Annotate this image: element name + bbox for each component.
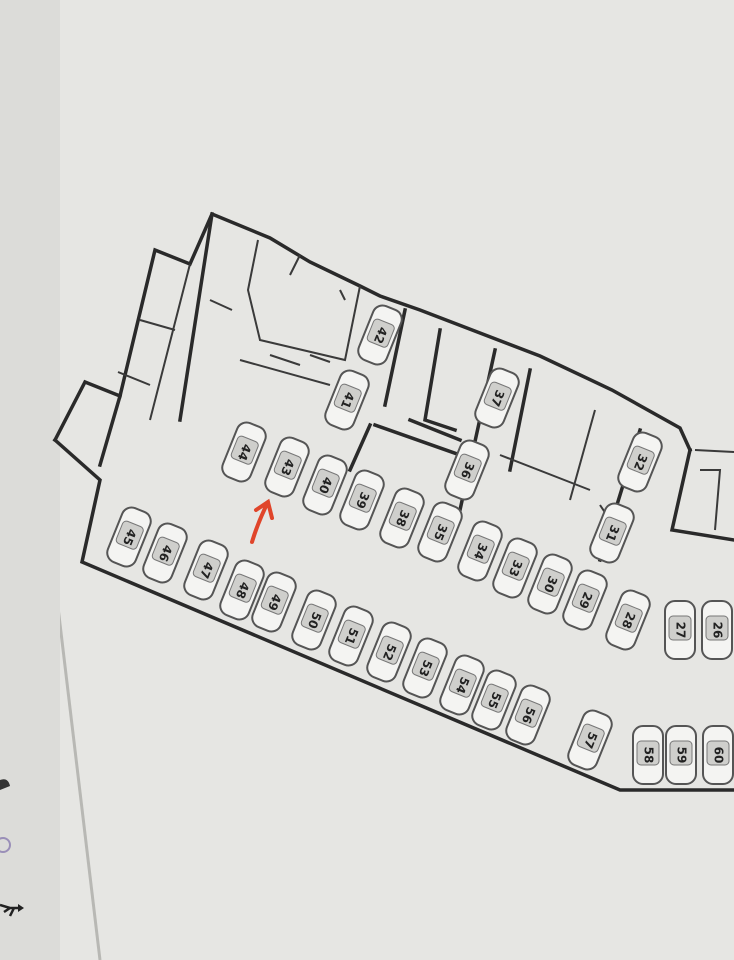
- parking-space-36[interactable]: 36: [442, 437, 492, 502]
- parking-space-48[interactable]: 48: [217, 557, 267, 622]
- space-number: 57: [581, 730, 600, 751]
- parking-space-50[interactable]: 50: [289, 587, 339, 652]
- parking-space-52[interactable]: 52: [364, 619, 414, 684]
- space-number: 42: [371, 325, 390, 346]
- parking-space-54[interactable]: 54: [437, 652, 487, 717]
- parking-space-53[interactable]: 53: [400, 635, 450, 700]
- parking-space-44[interactable]: 44: [219, 419, 269, 484]
- parking-space-30[interactable]: 30: [525, 551, 575, 616]
- space-number: 53: [416, 658, 435, 679]
- space-number: 26: [711, 622, 725, 639]
- space-number: 54: [453, 675, 472, 696]
- parking-space-29[interactable]: 29: [560, 567, 610, 632]
- space-number: 40: [316, 475, 335, 496]
- space-number: 56: [519, 705, 538, 726]
- parking-space-33[interactable]: 33: [490, 535, 540, 600]
- gear-icon: [0, 837, 11, 853]
- parking-space-47[interactable]: 47: [181, 537, 231, 602]
- space-number: 39: [353, 490, 372, 511]
- space-number: 29: [576, 590, 595, 611]
- person-walking-icon: [0, 903, 24, 917]
- parking-space-40[interactable]: 40: [300, 452, 350, 517]
- parking-space-41[interactable]: 41: [322, 367, 372, 432]
- parking-space-46[interactable]: 46: [140, 520, 190, 585]
- space-number: 27: [674, 622, 688, 639]
- space-number: 50: [305, 610, 324, 631]
- parking-space-42[interactable]: 42: [355, 302, 405, 367]
- space-number: 34: [471, 541, 490, 562]
- parking-space-34[interactable]: 34: [455, 518, 505, 583]
- space-number: 52: [380, 642, 399, 663]
- space-number: 44: [235, 442, 254, 463]
- parking-space-59[interactable]: 59: [665, 725, 697, 785]
- space-number: 37: [488, 388, 507, 409]
- parking-space-32[interactable]: 32: [615, 429, 665, 494]
- parking-space-43[interactable]: 43: [262, 434, 312, 499]
- space-number: 33: [506, 558, 525, 579]
- space-number: 41: [338, 390, 357, 411]
- parking-space-51[interactable]: 51: [326, 603, 376, 668]
- parking-space-31[interactable]: 31: [587, 500, 637, 565]
- parking-space-56[interactable]: 56: [503, 682, 553, 747]
- space-number: 45: [120, 527, 139, 548]
- space-number: 28: [619, 610, 638, 631]
- parking-space-37[interactable]: 37: [472, 365, 522, 430]
- parking-space-26[interactable]: 26: [701, 600, 733, 660]
- space-number: 36: [458, 460, 477, 481]
- parking-space-35[interactable]: 35: [415, 499, 465, 564]
- space-number: 32: [631, 452, 650, 473]
- parking-space-49[interactable]: 49: [249, 569, 299, 634]
- space-number: 47: [197, 560, 216, 581]
- space-number: 59: [675, 747, 689, 764]
- car-icon: [0, 779, 10, 790]
- space-number: 49: [265, 592, 284, 613]
- parking-space-27[interactable]: 27: [664, 600, 696, 660]
- parking-space-39[interactable]: 39: [337, 467, 387, 532]
- space-number: 31: [603, 523, 622, 544]
- space-number: 60: [712, 747, 726, 764]
- space-number: 48: [233, 580, 252, 601]
- screen-bezel: [0, 0, 60, 960]
- space-number: 51: [342, 626, 361, 647]
- parking-space-45[interactable]: 45: [104, 504, 154, 569]
- parking-space-55[interactable]: 55: [469, 667, 519, 732]
- parking-space-38[interactable]: 38: [377, 485, 427, 550]
- space-number: 30: [541, 574, 560, 595]
- space-number: 46: [156, 543, 175, 564]
- space-number: 55: [485, 690, 504, 711]
- parking-spaces: 26 27 28 29 30 31 32 33 34 35 36 37 38 39 40 41 42 43 44 45…: [104, 302, 734, 785]
- space-number: 43: [278, 457, 297, 478]
- space-number: 58: [642, 747, 656, 764]
- space-number: 35: [431, 522, 450, 543]
- parking-space-57[interactable]: 57: [565, 707, 615, 772]
- space-number: 38: [393, 508, 412, 529]
- location-arrow: [250, 498, 274, 544]
- parking-space-60[interactable]: 60: [702, 725, 734, 785]
- parking-space-28[interactable]: 28: [603, 587, 653, 652]
- parking-space-58[interactable]: 58: [632, 725, 664, 785]
